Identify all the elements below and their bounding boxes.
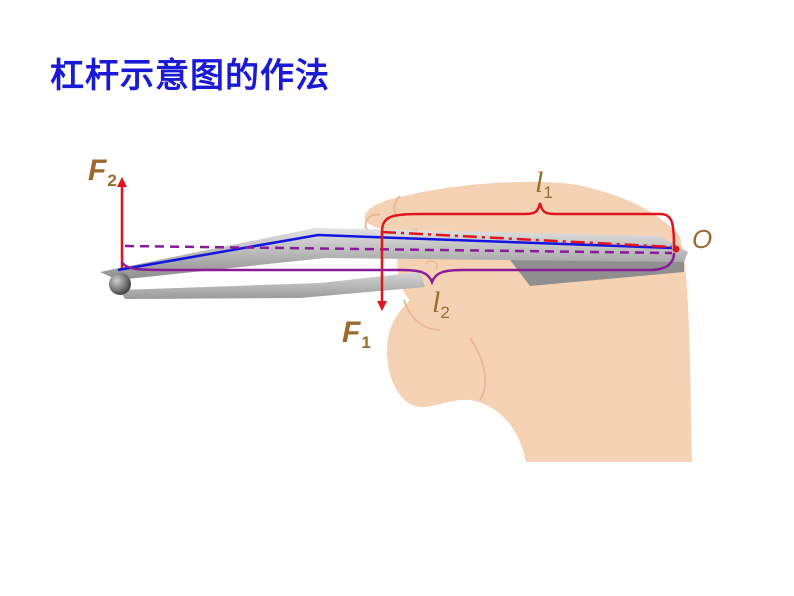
l1-brace [380,202,676,248]
f2-action-line [124,244,673,255]
tweezer-tip-ball [109,273,131,295]
page-title: 杠杆示意图的作法 [50,56,330,96]
l2-label: l2 [432,286,450,322]
f2-label: F2 [88,154,117,190]
fulcrum-label: O [692,224,713,254]
fulcrum-point [672,245,680,253]
l2-brace [120,252,676,286]
lever-line [117,233,673,272]
f1-label: F1 [342,316,371,352]
l1-label: l1 [535,166,553,202]
f1-action-line [381,230,673,249]
hand-illustration [364,181,692,462]
tweezer-illustration [100,228,688,299]
